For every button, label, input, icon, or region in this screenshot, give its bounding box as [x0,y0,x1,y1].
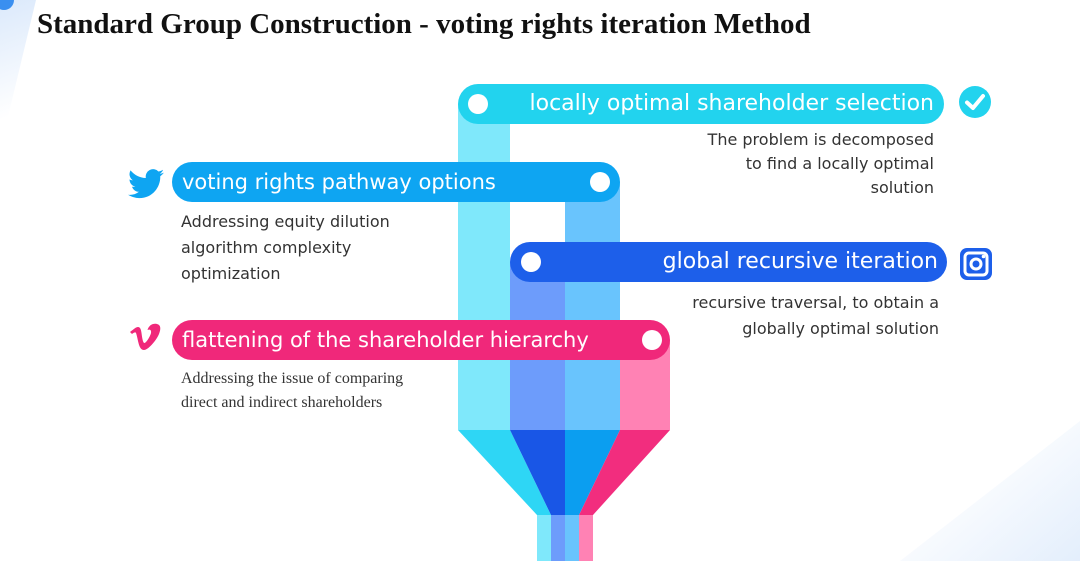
page-title: Standard Group Construction - voting rig… [37,8,811,40]
funnel-cone-1 [458,430,551,515]
check-circle-icon [959,86,991,118]
funnel-spout-4 [579,515,593,561]
step-pill-local-selection: locally optimal shareholder selection [458,84,944,124]
funnel-column-1 [458,104,510,430]
funnel-cone-2 [510,430,565,515]
step-description-local-selection: The problem is decomposed to find a loca… [707,130,934,197]
pill-dot [590,172,610,192]
funnel-spout-2 [551,515,565,561]
step-label: voting rights pathway options [182,170,496,194]
step-pill-global-iteration: global recursive iteration [510,242,947,282]
step-pill-pathway-options: voting rights pathway options [172,162,620,202]
step-description-global-iteration: recursive traversal, to obtain a globall… [692,293,939,338]
twitter-icon [128,169,164,199]
funnel-cone-3 [565,430,620,515]
step-label: locally optimal shareholder selection [529,91,935,116]
step-label: flattening of the shareholder hierarchy [182,328,589,352]
funnel-column-3 [565,182,620,430]
step-label: global recursive iteration [662,249,938,274]
corner-dot [0,0,14,10]
vimeo-icon [130,323,161,350]
pill-dot [468,94,488,114]
step-description-flattening: Addressing the issue of comparing direct… [181,370,404,411]
funnel-spout-3 [565,515,579,561]
step-pill-flattening: flattening of the shareholder hierarchy [172,320,670,360]
pill-dot [521,252,541,272]
instagram-icon [960,248,992,280]
funnel-spout-1 [537,515,551,561]
step-description-pathway-options: Addressing equity dilution algorithm com… [181,212,390,283]
funnel-cone-4 [579,430,670,515]
pill-dot [642,330,662,350]
